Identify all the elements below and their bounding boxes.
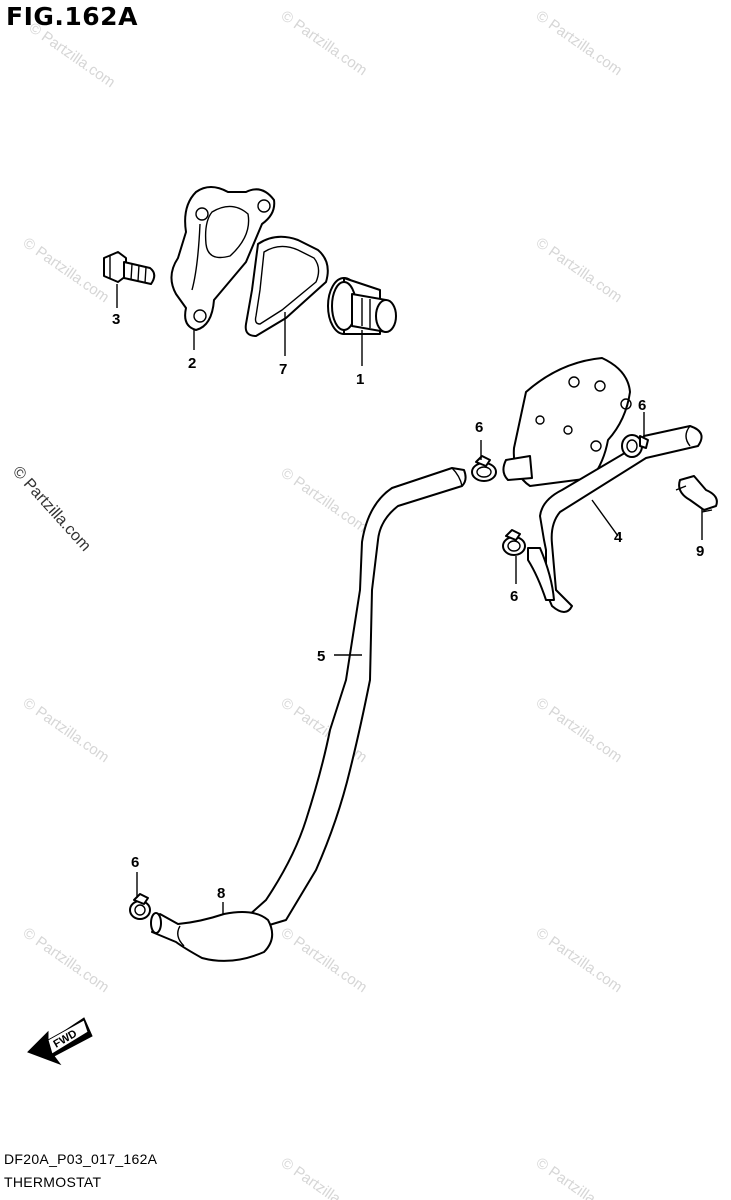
callout-clamp: 6	[638, 397, 646, 414]
callout-clip: 9	[696, 543, 704, 560]
watermark: © Partzilla.com	[533, 234, 626, 306]
part-hose-upper[interactable]	[527, 425, 703, 613]
fwd-arrow-icon: FWD	[27, 1017, 93, 1066]
watermark-prominent: © Partzilla.com	[9, 463, 94, 554]
callout-bolt: 3	[112, 311, 120, 328]
figure-code: DF20A_P03_017_162A	[4, 1151, 158, 1167]
part-clamp[interactable]	[621, 434, 649, 458]
watermark: © Partzilla.com	[20, 924, 113, 996]
callout-hose-upper: 4	[614, 529, 623, 546]
callout-hose-long: 5	[317, 648, 325, 665]
watermark: © Partzilla.com	[278, 1154, 371, 1200]
figure-caption: THERMOSTAT	[4, 1174, 102, 1190]
watermark: © Partzilla.com	[278, 924, 371, 996]
leader-hose-upper	[591, 499, 619, 537]
part-gasket[interactable]	[244, 235, 329, 337]
watermark: © Partzilla.com	[20, 234, 113, 306]
callout-clamp: 6	[510, 588, 518, 605]
part-hose-lower[interactable]	[150, 911, 274, 962]
part-bolt[interactable]	[103, 251, 156, 285]
watermark: © Partzilla.com	[533, 1154, 626, 1200]
part-clamp[interactable]	[129, 893, 151, 920]
callout-gasket: 7	[279, 361, 287, 378]
part-thermostat[interactable]	[327, 277, 397, 335]
watermark: © Partzilla.com	[20, 694, 113, 766]
figure-title: FIG.162A	[6, 2, 138, 31]
watermark: © Partzilla.com	[533, 924, 626, 996]
watermark: © Partzilla.com	[26, 19, 119, 91]
callout-thermostat-cover: 2	[188, 355, 196, 372]
watermark-layer: © Partzilla.com © Partzilla.com © Partzi…	[9, 7, 625, 1200]
part-clamp[interactable]	[471, 455, 497, 482]
callout-hose-lower: 8	[217, 885, 225, 902]
part-thermostat-cover[interactable]	[170, 186, 276, 331]
watermark: © Partzilla.com	[278, 464, 371, 536]
engine-bracket	[502, 357, 632, 487]
part-clip[interactable]	[675, 475, 718, 513]
part-hose-long[interactable]	[247, 467, 467, 927]
callout-clamp: 6	[475, 419, 483, 436]
callout-thermostat: 1	[356, 371, 364, 388]
callout-clamp: 6	[131, 854, 139, 871]
watermark: © Partzilla.com	[278, 7, 371, 79]
watermark: © Partzilla.com	[533, 7, 626, 79]
part-clamp[interactable]	[502, 529, 526, 556]
watermark: © Partzilla.com	[533, 694, 626, 766]
